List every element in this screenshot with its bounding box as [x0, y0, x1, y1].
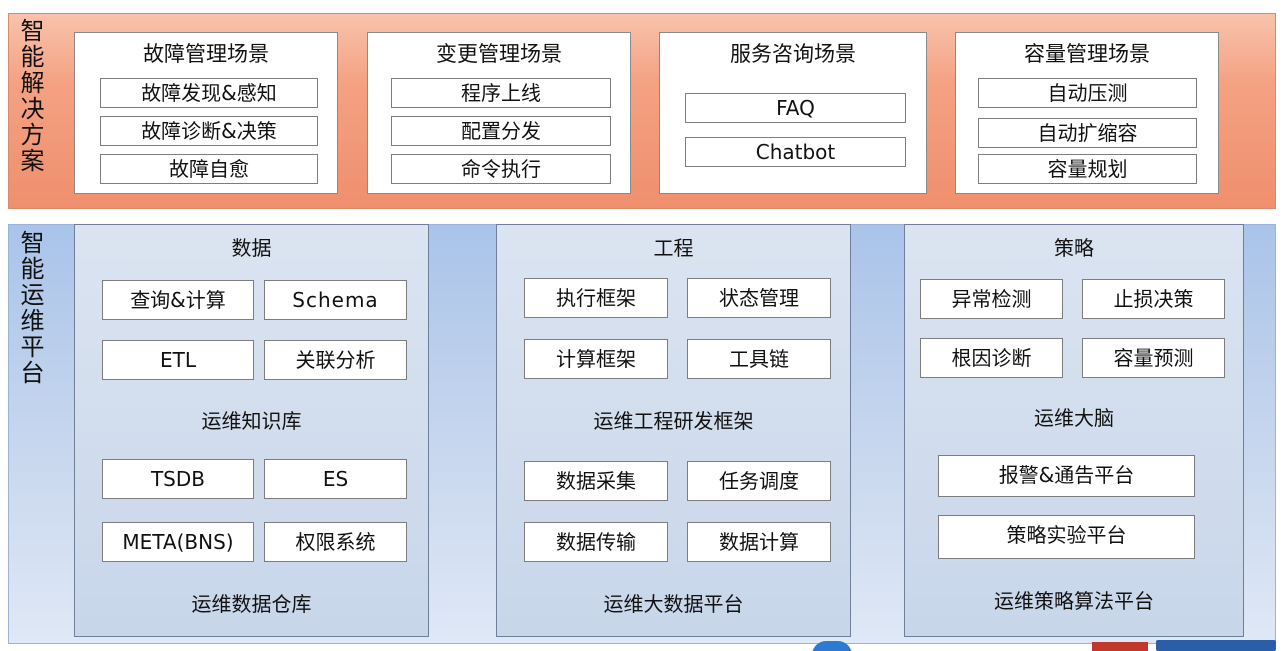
component-box: Schema: [264, 280, 407, 320]
section-label: 运维知识库: [201, 409, 302, 433]
component-box: 权限系统: [264, 522, 407, 562]
component-box: 执行框架: [524, 278, 668, 318]
component-box: 计算框架: [524, 339, 668, 379]
component-box: 关联分析: [264, 340, 407, 380]
scene-item: 故障诊断&决策: [100, 116, 318, 146]
panel-engineering: 工程 执行框架 状态管理 计算框架 工具链 运维工程研发框架 数据采集 任务调度…: [496, 224, 851, 637]
component-box: 异常检测: [920, 279, 1063, 319]
component-box: 止损决策: [1082, 279, 1225, 319]
component-box: 数据传输: [524, 522, 668, 562]
component-box: 查询&计算: [102, 280, 254, 320]
component-box: 状态管理: [687, 278, 831, 318]
scene-item: 故障自愈: [100, 154, 318, 184]
panel-title: 数据: [231, 236, 272, 260]
scene-title: 服务咨询场景: [730, 42, 856, 66]
component-box: 容量预测: [1082, 338, 1225, 378]
panel-title: 策略: [1054, 236, 1094, 260]
scene-item: 故障发现&感知: [100, 78, 318, 108]
scene-item: 自动压测: [978, 78, 1197, 108]
scene-capacity-management: 容量管理场景 自动压测 自动扩缩容 容量规划: [955, 32, 1219, 194]
section-label: 运维工程研发框架: [593, 409, 754, 433]
scene-change-management: 变更管理场景 程序上线 配置分发 命令执行: [367, 32, 631, 194]
platform-label: 智能运维平台: [16, 230, 44, 386]
section-label: 运维策略算法平台: [994, 589, 1154, 613]
panel-title: 工程: [653, 236, 694, 260]
component-box-wide: 策略实验平台: [938, 515, 1195, 559]
scene-item: 命令执行: [391, 154, 611, 184]
scene-item: 配置分发: [391, 116, 611, 146]
component-box: 任务调度: [687, 461, 831, 501]
scene-fault-management: 故障管理场景 故障发现&感知 故障诊断&决策 故障自愈: [74, 32, 338, 194]
component-box-wide: 报警&通告平台: [938, 455, 1195, 497]
section-label: 运维数据仓库: [191, 592, 312, 616]
logo-fragment: [1092, 642, 1148, 651]
component-box: TSDB: [102, 459, 254, 499]
solutions-label: 智能解决方案: [16, 18, 44, 174]
scene-item: 自动扩缩容: [978, 118, 1197, 148]
logo-fragment: [1156, 640, 1276, 651]
section-label: 运维大数据平台: [603, 592, 744, 616]
component-box: 数据计算: [687, 522, 831, 562]
component-box: META(BNS): [102, 522, 254, 562]
scene-item: Chatbot: [685, 137, 906, 167]
component-box: ES: [264, 459, 407, 499]
component-box: 数据采集: [524, 461, 668, 501]
scene-title: 变更管理场景: [436, 42, 562, 66]
component-box: 工具链: [687, 339, 831, 379]
scene-service-consulting: 服务咨询场景 FAQ Chatbot: [659, 32, 927, 194]
logo-fragment: [812, 641, 852, 651]
section-label: 运维大脑: [1034, 406, 1114, 430]
scene-title: 故障管理场景: [143, 42, 269, 66]
component-box: ETL: [102, 340, 254, 380]
scene-item: 程序上线: [391, 78, 611, 108]
scene-title: 容量管理场景: [1024, 42, 1150, 66]
scene-item: 容量规划: [978, 154, 1197, 184]
panel-data: 数据 查询&计算 Schema ETL 关联分析 运维知识库 TSDB ES M…: [74, 224, 429, 637]
panel-strategy: 策略 异常检测 止损决策 根因诊断 容量预测 运维大脑 报警&通告平台 策略实验…: [904, 224, 1244, 637]
component-box: 根因诊断: [920, 338, 1063, 378]
scene-item: FAQ: [685, 93, 906, 123]
